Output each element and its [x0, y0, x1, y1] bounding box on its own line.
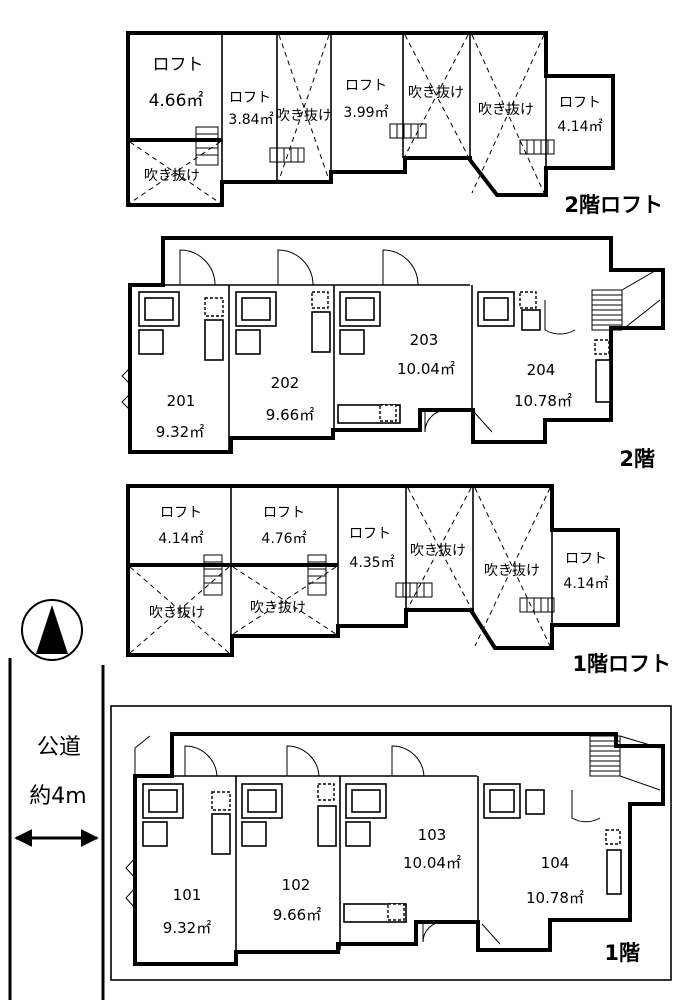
floor1-loft-4-label: ロフト: [565, 551, 607, 567]
floor2-loft-4-label: ロフト: [559, 95, 601, 111]
floor2-loft-3-area: 3.99㎡: [343, 105, 388, 121]
road-marker: [8, 658, 105, 1000]
floor1-loft-3-label: ロフト: [349, 526, 391, 542]
floor2-loft-3-label: ロフト: [345, 78, 387, 94]
floor1-heading: 1階: [604, 941, 640, 965]
unit-201-number: 201: [167, 392, 196, 410]
floor2-loft-heading: 2階ロフト: [564, 193, 663, 217]
floor1-void-1-label: 吹き抜け: [410, 543, 466, 559]
floor1-void-3-label: 吹き抜け: [149, 605, 205, 621]
unit-202-number: 202: [271, 374, 300, 392]
floor2-plan: [121, 236, 665, 454]
unit-103-number: 103: [418, 826, 447, 844]
floor2-loft-2-label: ロフト: [229, 90, 271, 106]
floor2-heading: 2階: [619, 447, 655, 471]
floor1-void-2-label: 吹き抜け: [484, 563, 540, 579]
unit-104-area: 10.78㎡: [526, 889, 584, 907]
floor1-loft-1-area: 4.14㎡: [158, 531, 203, 547]
floor1-loft-2-label: ロフト: [263, 505, 305, 521]
floor2-loft-1-area: 4.66㎡: [149, 91, 204, 111]
floor2-void-3-label: 吹き抜け: [408, 85, 464, 101]
unit-201-area: 9.32㎡: [156, 423, 204, 441]
unit-203-number: 203: [410, 331, 439, 349]
road-width: 約4m: [29, 784, 86, 809]
floor1-loft-plan: [126, 484, 620, 657]
floor1-loft-1-label: ロフト: [160, 505, 202, 521]
unit-102-area: 9.66㎡: [273, 906, 321, 924]
unit-104-number: 104: [541, 854, 570, 872]
unit-204-area: 10.78㎡: [514, 392, 572, 410]
unit-202-area: 9.66㎡: [266, 406, 314, 424]
floor1-loft-heading: 1階ロフト: [572, 652, 671, 676]
unit-102-number: 102: [282, 876, 311, 894]
floor1-loft-2-area: 4.76㎡: [261, 531, 306, 547]
floor2-loft-2-area: 3.84㎡: [228, 112, 273, 128]
floor2-loft-1-label: ロフト: [153, 55, 204, 75]
floor2-void-4-label: 吹き抜け: [478, 102, 534, 118]
floor2-loft-plan: [126, 31, 615, 207]
unit-101-area: 9.32㎡: [163, 919, 211, 937]
north-arrow: [21, 599, 83, 661]
floor1-loft-3-area: 4.35㎡: [349, 555, 394, 571]
floor2-void-1-label: 吹き抜け: [144, 168, 200, 184]
unit-203-area: 10.04㎡: [397, 360, 455, 378]
unit-101-number: 101: [173, 886, 202, 904]
floor2-void-2-label: 吹き抜け: [276, 108, 332, 124]
floor1-loft-4-area: 4.14㎡: [563, 576, 608, 592]
unit-103-area: 10.04㎡: [403, 854, 461, 872]
floor2-loft-4-area: 4.14㎡: [557, 119, 602, 135]
floor1-void-4-label: 吹き抜け: [250, 600, 306, 616]
floor1-plan: [110, 705, 672, 981]
road-label: 公道: [37, 735, 81, 760]
unit-204-number: 204: [527, 361, 556, 379]
